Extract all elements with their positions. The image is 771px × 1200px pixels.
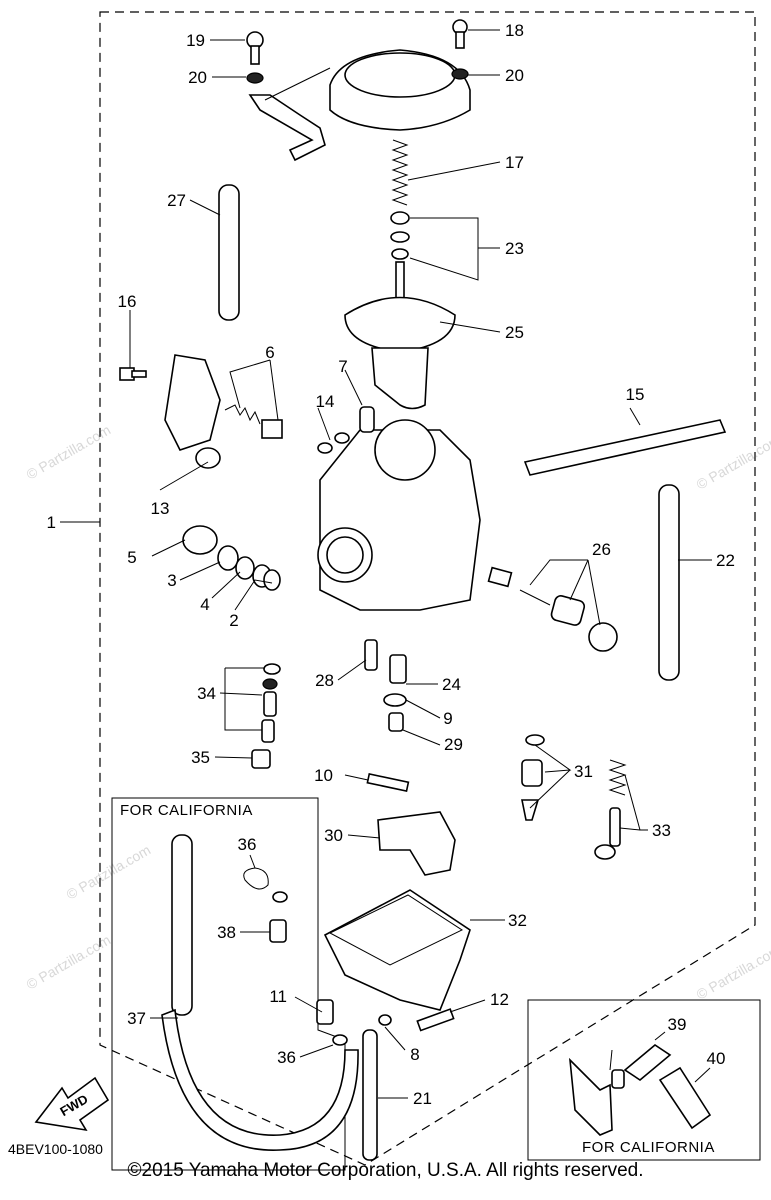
callout-37: 37 — [127, 1009, 146, 1028]
callout-39: 39 — [668, 1015, 687, 1034]
callout-7: 7 — [338, 357, 347, 376]
callout-19: 19 — [186, 31, 205, 50]
callout-16: 16 — [118, 292, 137, 311]
part-9 — [383, 693, 407, 707]
watermark: © Partzilla.com — [694, 942, 771, 1003]
part-40 — [658, 1066, 712, 1130]
callout-25: 25 — [505, 323, 524, 342]
leader-lines — [60, 29, 712, 1099]
screw-16 — [119, 367, 147, 381]
callout-32: 32 — [508, 911, 527, 930]
callout-8: 8 — [410, 1045, 419, 1064]
callout-30: 30 — [324, 826, 343, 845]
part-11 — [316, 999, 334, 1025]
california-box-right-title: FOR CALIFORNIA — [582, 1139, 715, 1156]
callout-40: 40 — [707, 1049, 726, 1068]
callout-21: 21 — [413, 1089, 432, 1108]
copyright-notice: ©2015 Yamaha Motor Corporation, U.S.A. A… — [127, 1160, 644, 1181]
watermark: © Partzilla.com — [64, 842, 154, 903]
part-29 — [388, 712, 404, 732]
part-12 — [416, 1008, 455, 1032]
callout-29: 29 — [444, 735, 463, 754]
part-28 — [364, 639, 378, 671]
tube-27 — [218, 184, 240, 321]
callout-14: 14 — [316, 392, 335, 411]
callout-24: 24 — [442, 675, 461, 694]
callout-4: 4 — [200, 595, 209, 614]
parts — [119, 19, 727, 1161]
float-bowl-32 — [323, 889, 471, 1011]
callout-27: 27 — [167, 191, 186, 210]
callout-38: 38 — [217, 923, 236, 942]
part-24 — [389, 654, 407, 684]
hose-37 — [171, 834, 193, 1016]
callout-23: 23 — [505, 239, 524, 258]
tube-22 — [658, 484, 680, 681]
screw-18 — [452, 19, 468, 49]
callout-6: 6 — [265, 343, 274, 362]
callout-31: 31 — [574, 762, 593, 781]
assembly-outline — [99, 11, 756, 1166]
watermark: © Partzilla.com — [694, 432, 771, 493]
part-38 — [269, 919, 287, 943]
callout-33: 33 — [652, 821, 671, 840]
california-box-left-title: FOR CALIFORNIA — [120, 802, 253, 819]
callout-18: 18 — [505, 21, 524, 40]
diagram-code: 4BEV100-1080 — [8, 1141, 103, 1157]
callout-3: 3 — [167, 571, 176, 590]
callout-15: 15 — [626, 385, 645, 404]
california-box-right — [527, 999, 761, 1161]
part-5 — [182, 525, 218, 555]
part-10 — [366, 772, 410, 792]
diaphragm-25 — [344, 296, 456, 353]
washer-20-right — [451, 68, 469, 80]
callout-36-bottom: 36 — [277, 1048, 296, 1067]
callout-20-left: 20 — [188, 68, 207, 87]
cover-13 — [164, 354, 221, 451]
part-8 — [378, 1014, 392, 1026]
float-30 — [377, 811, 456, 876]
callout-26: 26 — [592, 540, 611, 559]
callout-13: 13 — [151, 499, 170, 518]
throttle-bracket — [248, 94, 326, 162]
callout-12: 12 — [490, 990, 509, 1009]
callout-34: 34 — [197, 684, 216, 703]
screw-19 — [246, 31, 264, 65]
hose-37-curve — [161, 1008, 359, 1151]
callout-36-top: 36 — [238, 835, 257, 854]
callout-22: 22 — [716, 551, 735, 570]
washer-20-left — [246, 72, 264, 84]
callouts: 1 2 3 4 5 6 7 8 9 10 11 12 13 14 15 16 1… — [47, 21, 735, 1108]
callout-9: 9 — [443, 709, 452, 728]
part-35 — [251, 749, 271, 769]
callout-1: 1 — [47, 513, 56, 532]
spring-17 — [391, 139, 409, 206]
callout-2: 2 — [229, 611, 238, 630]
callout-17: 17 — [505, 153, 524, 172]
fwd-arrow: FWD — [34, 1076, 110, 1132]
callout-20-right: 20 — [505, 66, 524, 85]
callout-28: 28 — [315, 671, 334, 690]
callout-5: 5 — [127, 548, 136, 567]
tube-21 — [362, 1029, 378, 1161]
part-39 — [568, 1057, 613, 1136]
part-7 — [359, 406, 375, 433]
hose-15 — [523, 419, 727, 476]
callout-10: 10 — [314, 766, 333, 785]
callout-11: 11 — [269, 987, 287, 1006]
callout-35: 35 — [191, 748, 210, 767]
